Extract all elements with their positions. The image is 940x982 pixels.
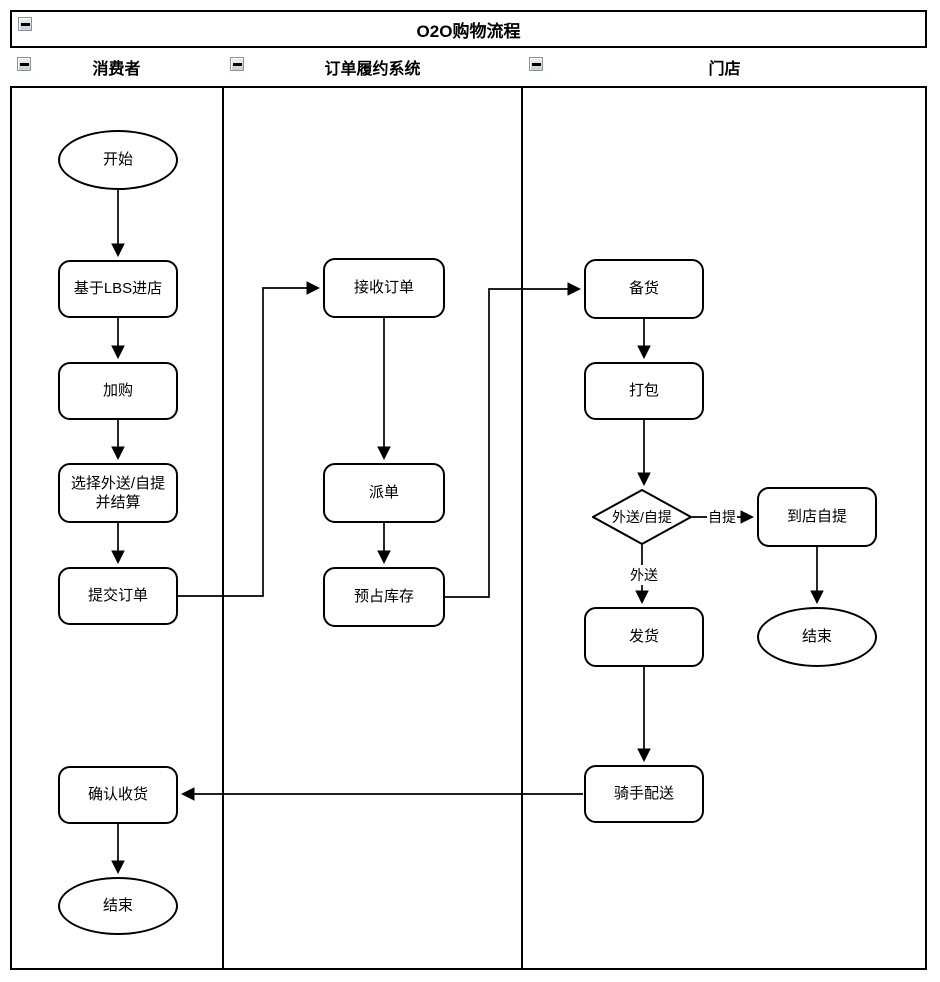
node-dispatch-order[interactable]: 派单 — [323, 463, 445, 523]
node-ship[interactable]: 发货 — [584, 607, 704, 667]
node-label: 骑手配送 — [613, 785, 674, 803]
node-label: 提交订单 — [87, 587, 148, 605]
node-label: 发货 — [628, 628, 659, 646]
node-receive-order[interactable]: 接收订单 — [323, 258, 445, 318]
lane-divider — [521, 48, 523, 970]
node-label: 加购 — [102, 382, 133, 400]
node-end-consumer[interactable]: 结束 — [58, 877, 178, 935]
minus-glyph — [232, 62, 242, 66]
node-label: 派单 — [368, 484, 399, 502]
node-label: 结束 — [801, 628, 832, 646]
diamond-shape — [592, 489, 692, 545]
node-submit-order[interactable]: 提交订单 — [58, 567, 178, 625]
node-rider-delivery[interactable]: 骑手配送 — [584, 765, 704, 823]
lane-label: 消费者 — [92, 61, 141, 78]
lane-label: 门店 — [708, 61, 741, 78]
edge-label-pickup: 自提 — [707, 507, 737, 527]
node-reserve-stock[interactable]: 预占库存 — [323, 567, 445, 627]
node-label: 开始 — [102, 151, 133, 169]
lane-header-fulfillment: 订单履约系统 — [223, 48, 522, 86]
node-prepare-goods[interactable]: 备货 — [584, 259, 704, 319]
node-decision-delivery-or-pickup[interactable]: 外送/自提 — [592, 489, 692, 545]
node-label: 接收订单 — [353, 279, 414, 297]
node-choose-mode[interactable]: 选择外送/自提 并结算 — [58, 463, 178, 523]
node-pickup-at-store[interactable]: 到店自提 — [757, 487, 877, 547]
lane-label: 订单履约系统 — [324, 61, 421, 78]
collapse-minus-icon[interactable] — [230, 57, 244, 71]
lane-header-consumer: 消费者 — [10, 48, 223, 86]
node-confirm-receipt[interactable]: 确认收货 — [58, 766, 178, 824]
node-label-line1: 选择外送/自提 — [70, 474, 166, 492]
node-start[interactable]: 开始 — [58, 130, 178, 190]
pool-title: O2O购物流程 — [416, 21, 521, 41]
node-label: 备货 — [628, 280, 659, 298]
minus-glyph — [531, 62, 541, 66]
node-label-line2: 并结算 — [95, 494, 141, 511]
node-label: 到店自提 — [786, 508, 847, 526]
node-label: 结束 — [102, 897, 133, 915]
edge-label-delivery: 外送 — [629, 565, 659, 585]
pool-title-bar: O2O购物流程 — [10, 10, 927, 48]
node-end-store[interactable]: 结束 — [757, 607, 877, 667]
collapse-minus-icon[interactable] — [529, 57, 543, 71]
node-label: 基于LBS进店 — [73, 280, 163, 298]
node-label: 确认收货 — [87, 786, 148, 804]
node-add-cart[interactable]: 加购 — [58, 362, 178, 420]
node-pack[interactable]: 打包 — [584, 362, 704, 420]
minus-glyph — [19, 62, 29, 66]
collapse-minus-icon[interactable] — [17, 57, 31, 71]
lane-divider — [222, 48, 224, 970]
node-lbs-enter[interactable]: 基于LBS进店 — [58, 260, 178, 318]
lane-header-row: 消费者 订单履约系统 门店 — [10, 48, 927, 88]
node-label: 外送/自提 — [612, 508, 672, 525]
collapse-minus-icon[interactable] — [18, 17, 32, 31]
node-label: 打包 — [628, 382, 659, 400]
minus-glyph — [20, 22, 30, 26]
node-label: 预占库存 — [353, 588, 414, 606]
lane-header-store: 门店 — [522, 48, 927, 86]
